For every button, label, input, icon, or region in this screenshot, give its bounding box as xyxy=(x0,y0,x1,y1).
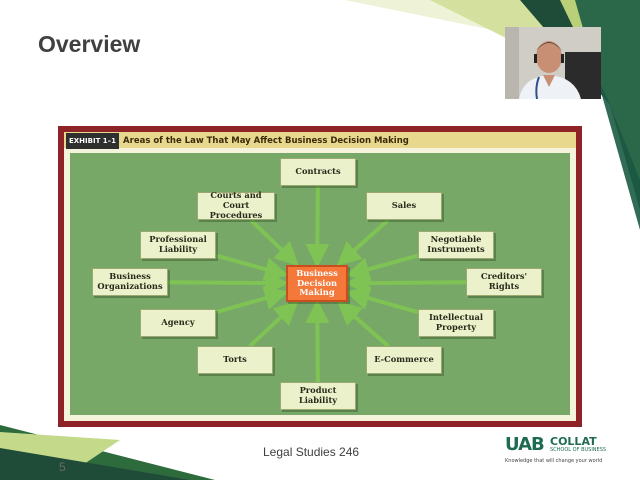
node-sales: Sales xyxy=(366,192,442,220)
presenter-webcam xyxy=(505,27,601,99)
node-e-commerce: E-Commerce xyxy=(366,346,442,374)
node-torts: Torts xyxy=(197,346,273,374)
logo-uab: UAB xyxy=(505,434,545,455)
presenter-icon xyxy=(505,27,601,99)
node-product-liability: Product Liability xyxy=(280,382,356,410)
node-contracts: Contracts xyxy=(280,158,356,186)
node-creditors-rights: Creditors' Rights xyxy=(466,268,542,296)
exhibit-tag: EXHIBIT 1–1 xyxy=(66,133,120,149)
node-courts-and-court-procedures: Courts and Court Procedures xyxy=(197,190,275,220)
node-negotiable-instruments: Negotiable Instruments xyxy=(418,231,494,259)
node-professional-liability: Professional Liability xyxy=(140,231,216,259)
node-business-organizations: Business Organizations xyxy=(92,268,168,296)
node-intellectual-property: Intellectual Property xyxy=(418,309,494,337)
slide-title: Overview xyxy=(38,31,141,57)
exhibit-title: Areas of the Law That May Affect Busines… xyxy=(123,136,409,146)
slide-number: 5 xyxy=(59,460,66,474)
uab-collat-logo: UAB COLLAT SCHOOL OF BUSINESS Knowledge … xyxy=(505,436,615,466)
logo-collat: COLLAT xyxy=(550,435,597,448)
footer-course-title: Legal Studies 246 xyxy=(263,445,360,459)
node-business-decision-making: Business Decision Making xyxy=(286,265,348,302)
logo-tagline: Knowledge that will change your world xyxy=(505,458,603,464)
node-agency: Agency xyxy=(140,309,216,337)
logo-school: SCHOOL OF BUSINESS xyxy=(550,447,607,453)
